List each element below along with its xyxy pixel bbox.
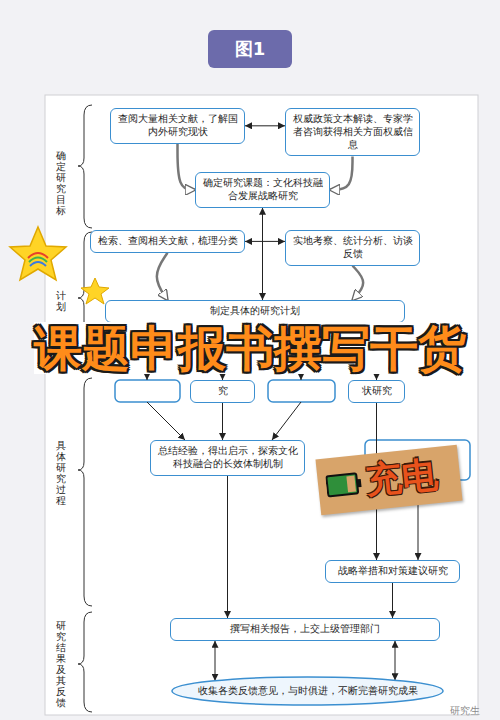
covered-box	[115, 380, 180, 402]
flow-arrow	[222, 403, 223, 440]
arrow-line	[147, 402, 185, 440]
stage-label: 研究结果及其反馈	[56, 620, 66, 708]
bracket	[78, 378, 92, 606]
flow-arrow	[262, 208, 263, 300]
bracket	[78, 612, 92, 712]
battery-icon	[325, 471, 363, 499]
flow-arrow	[227, 476, 228, 618]
flow-arrow	[245, 241, 285, 242]
group-brackets	[78, 105, 92, 712]
node-text: 究	[218, 385, 228, 398]
process-box: 战略举措和对策建议研究	[325, 560, 460, 583]
node-text: 战略举措和对策建议研究	[338, 565, 448, 578]
bracket	[78, 105, 92, 228]
process-box: 确定研究课题：文化科技融合发展战略研究	[195, 172, 330, 208]
flow-arrow	[178, 144, 196, 190]
node-text: 总结经验，得出启示，探索文化科技融合的长效体制机制	[157, 445, 298, 471]
feedback-ellipse: 收集各类反馈意见，与时俱进，不断完善研究成果	[170, 676, 445, 706]
covered-box	[268, 380, 335, 402]
node-text: 确定研究课题：文化科技融合发展战略研究	[202, 177, 323, 203]
flow-arrow	[392, 583, 393, 618]
node-text: 实地考察、统计分析、访谈反馈	[292, 235, 413, 261]
stage-label: 具体研究过程	[56, 440, 66, 506]
process-box: 总结经验，得出启示，探索文化科技融合的长效体制机制	[150, 440, 305, 476]
flow-arrow	[157, 253, 168, 300]
sticker-text: 充电	[364, 453, 440, 502]
flow-arrow	[353, 266, 364, 300]
process-box: 实地考察、统计分析、访谈反馈	[285, 230, 420, 266]
node-text: 撰写相关报告，上交上级管理部门	[230, 623, 380, 636]
flow-arrow	[215, 641, 216, 681]
node-text: 查阅大量相关文献，了解国内外研究现状	[117, 113, 238, 139]
process-box: 究	[190, 380, 255, 403]
process-box: 状研究	[348, 380, 405, 403]
stage-label: 确定研究目标	[56, 150, 66, 216]
process-box: 检索、查阅相关文献，梳理分类	[90, 230, 245, 253]
flow-arrow	[330, 156, 353, 189]
flow-arrow	[245, 125, 285, 126]
node-text: 制定具体的研究计划	[210, 305, 300, 318]
node-text: 状研究	[362, 385, 392, 398]
node-text: 权威政策文本解读、专家学者咨询获得相关方面权威信息	[292, 113, 413, 151]
process-box: 撰写相关报告，上交上级管理部门	[170, 618, 440, 641]
overlay-banner: 课题申报书撰写干货	[34, 322, 466, 374]
process-box: 权威政策文本解读、专家学者咨询获得相关方面权威信息	[285, 108, 420, 156]
stage-label: 计划	[56, 290, 66, 312]
figure-title: 图1	[208, 30, 292, 68]
arrow-line	[272, 402, 301, 440]
paper-frame	[45, 95, 478, 715]
charge-sticker: 充电	[315, 445, 462, 516]
process-box: 查阅大量相关文献，了解国内外研究现状	[110, 108, 245, 144]
process-box: 制定具体的研究计划	[105, 300, 405, 323]
watermark: 研究生	[450, 704, 480, 718]
flow-arrow	[395, 641, 396, 680]
node-text: 收集各类反馈意见，与时俱进，不断完善研究成果	[198, 685, 418, 698]
node-text: 检索、查阅相关文献，梳理分类	[98, 235, 238, 248]
